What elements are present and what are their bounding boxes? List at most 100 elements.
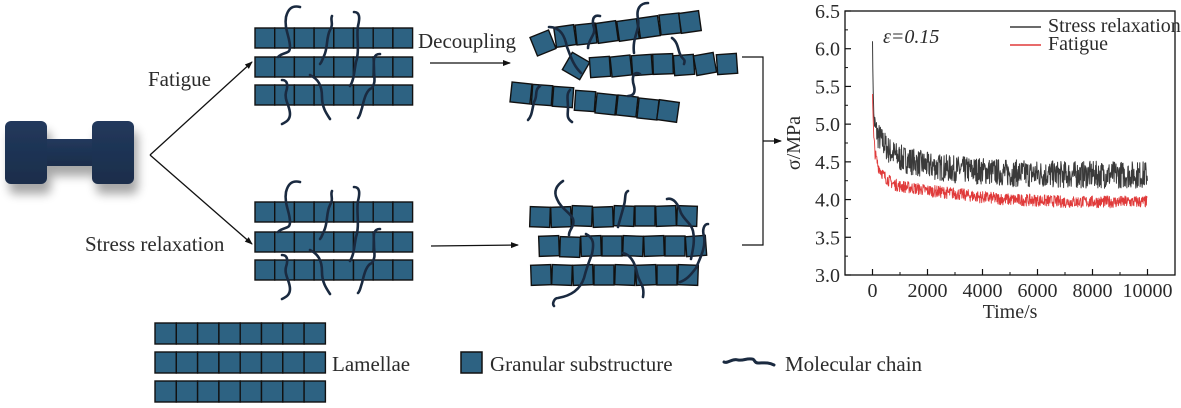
granule <box>196 322 220 345</box>
molecular-chain <box>308 73 332 121</box>
molecular-chain-group <box>308 248 332 296</box>
molecular-chain <box>308 248 332 296</box>
granule <box>239 322 263 345</box>
granule <box>333 56 355 78</box>
y-tick-label: 4.0 <box>815 190 840 212</box>
granule <box>392 27 414 49</box>
granule <box>594 19 620 45</box>
granule <box>677 9 703 35</box>
granule <box>609 54 633 78</box>
granule <box>293 27 315 49</box>
granule <box>549 205 573 229</box>
lamella-row <box>154 351 327 374</box>
granule <box>642 234 666 258</box>
granule <box>634 205 656 227</box>
granule <box>254 231 276 253</box>
granule <box>260 351 284 374</box>
lamella-row <box>254 56 414 78</box>
granule <box>303 322 327 345</box>
granule <box>239 380 263 403</box>
legend-label-stress-relaxation: Stress relaxation <box>1048 15 1181 37</box>
dumbbell-right-grip <box>92 121 134 184</box>
molecular-chain <box>318 189 334 241</box>
granule <box>537 234 561 258</box>
granule <box>601 235 623 257</box>
lamella-row <box>154 322 327 345</box>
granule <box>154 322 177 345</box>
molecular-chain-group <box>356 227 382 295</box>
lamella-row <box>254 84 414 106</box>
granule <box>594 92 618 116</box>
granule <box>333 84 355 106</box>
granule <box>154 351 177 374</box>
granule <box>282 380 305 403</box>
granule <box>372 27 394 49</box>
granule <box>196 351 220 374</box>
granule <box>372 56 394 78</box>
granule <box>254 259 276 281</box>
granule <box>550 263 574 287</box>
lamella-row <box>537 234 708 259</box>
y-tick-label: 6.5 <box>815 1 840 23</box>
granule <box>274 201 296 223</box>
granule <box>333 231 355 253</box>
lamellae-decoupled-fatigue <box>509 1 739 124</box>
x-tick-label: 10000 <box>1123 280 1173 302</box>
granule <box>636 14 662 40</box>
granule <box>613 263 637 287</box>
granule <box>254 56 276 78</box>
molecular-chain <box>665 197 696 261</box>
granule <box>333 259 355 281</box>
granule <box>303 351 327 374</box>
granule <box>260 322 284 345</box>
granule <box>175 351 199 374</box>
lamella-row <box>254 231 414 253</box>
granule <box>333 27 355 49</box>
molecular-chain <box>318 14 334 66</box>
granule <box>154 380 177 403</box>
molecular-chain <box>276 180 302 234</box>
granule <box>254 201 276 223</box>
molecular-chain <box>356 52 382 120</box>
plot-frame <box>844 10 1176 276</box>
granule <box>372 84 394 106</box>
arrow-relaxation-process <box>430 242 519 249</box>
molecular-chain <box>586 14 602 50</box>
granule <box>655 98 681 124</box>
granule <box>196 380 220 403</box>
series-line-fatigue <box>872 93 1148 209</box>
granule <box>293 84 315 106</box>
arrow-to-stress-relaxation <box>149 154 253 245</box>
molecular-chain <box>632 1 650 55</box>
molecular-chain-group <box>280 253 292 301</box>
granule <box>218 322 241 345</box>
granule <box>392 231 414 253</box>
lamellae-stack-fatigue-initial <box>254 5 414 126</box>
dumbbell-specimen <box>5 121 134 184</box>
granule <box>303 380 327 403</box>
granule <box>372 201 394 223</box>
molecular-chain <box>621 251 645 299</box>
y-tick-label: 4.5 <box>815 152 840 174</box>
molecular-chain <box>280 78 292 126</box>
y-tick-label: 5.5 <box>815 76 840 98</box>
x-tick-label: 0 <box>868 280 878 302</box>
y-axis-label: σ/MPa <box>783 116 805 170</box>
lamellae-relaxed <box>528 179 710 308</box>
granule <box>333 201 355 223</box>
label-stress-relaxation: Stress relaxation <box>85 232 225 256</box>
molecular-chain <box>348 10 361 88</box>
y-tick-label: 3.0 <box>815 265 840 287</box>
lamella-row <box>254 201 414 223</box>
label-decoupling: Decoupling <box>418 29 516 53</box>
chart-annotation-strain: ε=0.15 <box>883 26 939 48</box>
legend-lamellae-label: Lamellae <box>332 352 410 376</box>
granule <box>636 97 660 121</box>
molecular-chain <box>547 25 583 75</box>
x-tick-label: 4000 <box>963 280 1003 302</box>
lamellae-stack-relaxation-initial <box>254 180 414 301</box>
granule <box>570 204 594 228</box>
granule <box>528 205 552 229</box>
granule <box>621 234 645 258</box>
